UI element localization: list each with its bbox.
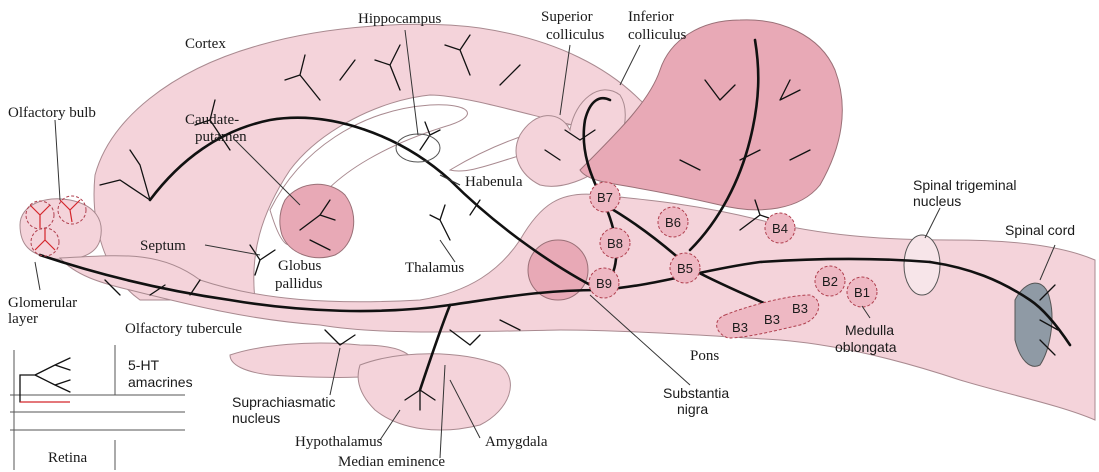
label-medulla-2: oblongata xyxy=(835,339,897,355)
svg-text:B8: B8 xyxy=(607,236,623,251)
label-spinal-cord: Spinal cord xyxy=(1005,222,1075,238)
label-substantia-nigra-1: Substantia xyxy=(663,385,729,401)
label-inferior-colliculus-1: Inferior xyxy=(628,9,674,25)
label-habenula: Habenula xyxy=(465,174,523,190)
label-medulla-1: Medulla xyxy=(845,322,894,338)
nucleus-b2: B2 xyxy=(815,266,845,296)
label-spinal-trigeminal-2: nucleus xyxy=(913,193,961,209)
label-5ht-1: 5-HT xyxy=(128,357,160,373)
nucleus-b3c: B3 xyxy=(792,301,808,316)
label-caudate-putamen-2: putamen xyxy=(195,129,247,145)
svg-text:B9: B9 xyxy=(596,276,612,291)
label-globus-pallidus-2: pallidus xyxy=(275,276,323,292)
nucleus-b7: B7 xyxy=(590,182,620,212)
label-median-eminence: Median eminence xyxy=(338,454,445,470)
label-superior-colliculus-2: colliculus xyxy=(546,27,604,43)
nucleus-b6: B6 xyxy=(658,207,688,237)
svg-text:B5: B5 xyxy=(677,261,693,276)
label-amygdala: Amygdala xyxy=(485,434,548,450)
label-inferior-colliculus-2: colliculus xyxy=(628,27,686,43)
label-globus-pallidus-1: Globus xyxy=(278,258,322,274)
label-spinal-trigeminal-1: Spinal trigeminal xyxy=(913,177,1017,193)
label-olfactory-bulb: Olfactory bulb xyxy=(8,105,96,121)
nucleus-b1: B1 xyxy=(847,277,877,307)
label-thalamus: Thalamus xyxy=(405,260,464,276)
svg-text:B1: B1 xyxy=(854,285,870,300)
label-hippocampus: Hippocampus xyxy=(358,11,441,27)
label-superior-colliculus-1: Superior xyxy=(541,9,593,25)
svg-text:B2: B2 xyxy=(822,274,838,289)
label-pons: Pons xyxy=(690,348,719,364)
nucleus-b3a: B3 xyxy=(732,320,748,335)
label-hypothalamus: Hypothalamus xyxy=(295,434,383,450)
svg-text:B4: B4 xyxy=(772,221,788,236)
label-olfactory-tubercule: Olfactory tubercule xyxy=(125,321,242,337)
label-retina: Retina xyxy=(48,450,87,466)
amygdala-region xyxy=(358,354,510,430)
nucleus-b3b: B3 xyxy=(764,312,780,327)
label-glomerular-1: Glomerular xyxy=(8,295,77,311)
nucleus-b9: B9 xyxy=(589,268,619,298)
spinal-trigeminal-region xyxy=(904,235,940,295)
label-suprachiasmatic-1: Suprachiasmatic xyxy=(232,394,336,410)
label-septum: Septum xyxy=(140,238,186,254)
label-cortex: Cortex xyxy=(185,36,226,52)
label-caudate-putamen-1: Caudate- xyxy=(185,112,239,128)
nucleus-b5: B5 xyxy=(670,253,700,283)
label-5ht-2: amacrines xyxy=(128,374,193,390)
svg-text:B7: B7 xyxy=(597,190,613,205)
label-substantia-nigra-2: nigra xyxy=(677,401,708,417)
svg-text:B6: B6 xyxy=(665,215,681,230)
label-suprachiasmatic-2: nucleus xyxy=(232,410,280,426)
label-glomerular-2: layer xyxy=(8,311,38,327)
hippocampus-structure xyxy=(396,134,440,162)
nucleus-b4: B4 xyxy=(765,213,795,243)
nucleus-b8: B8 xyxy=(600,228,630,258)
